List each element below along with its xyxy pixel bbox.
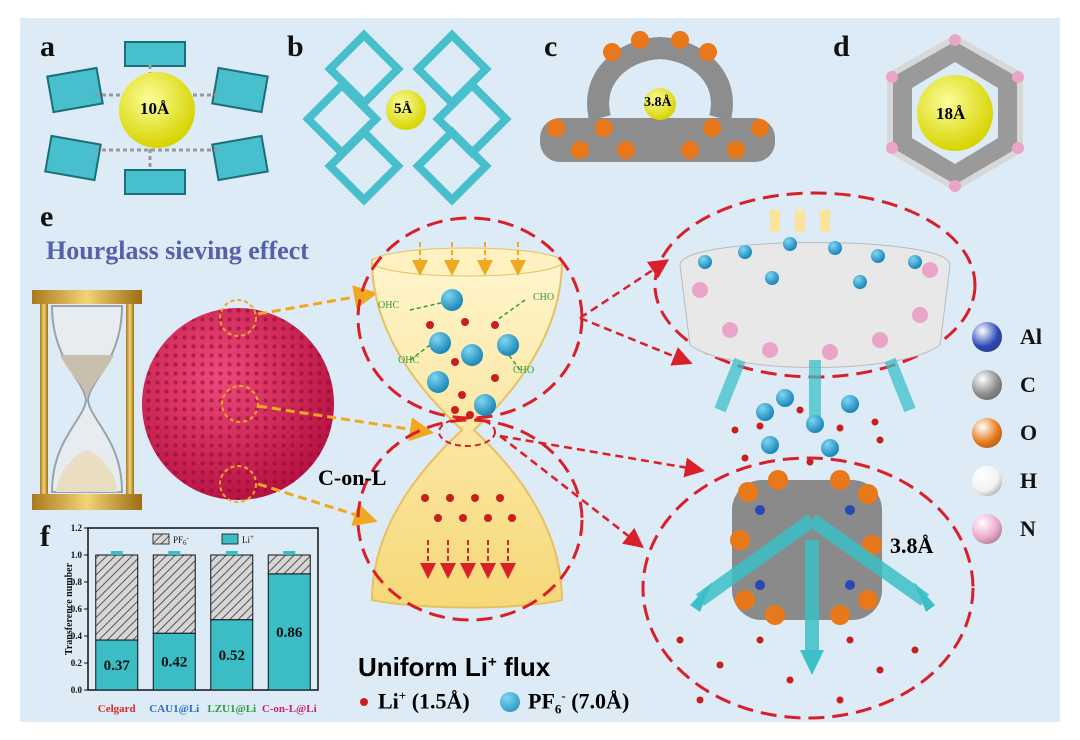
element-label-al: Al (1020, 324, 1042, 349)
cho-label-2: CHO (513, 365, 535, 376)
panel-letter-b: b (287, 30, 304, 63)
category-label-3: C-on-L@Li (262, 703, 317, 715)
sphere-label: C-on-L (318, 465, 387, 490)
bar-pf6-3 (267, 554, 311, 575)
element-swatch-al (972, 322, 1002, 352)
pf6-ions-middle (756, 389, 859, 457)
panel-letter-d: d (833, 30, 850, 63)
cof-structure-c (540, 31, 775, 162)
y-tick-label: 0.2 (71, 658, 83, 668)
pore-size-a: 10Å (140, 99, 170, 118)
pore-size-b: 5Å (394, 101, 413, 117)
y-tick-label: 1.0 (71, 550, 83, 560)
data-label-1: 0.42 (161, 655, 187, 671)
bar-cap-2 (225, 551, 238, 555)
pore-size-label: 3.8Å (890, 533, 934, 558)
element-swatch-o (972, 418, 1002, 448)
li-flux-arrows (420, 540, 516, 579)
element-label-h: H (1020, 468, 1038, 493)
y-axis-label: Transference number (64, 562, 75, 655)
category-label-1: CAU1@Li (149, 703, 199, 715)
bar-li-2 (210, 619, 254, 691)
data-label-2: 0.52 (219, 648, 245, 664)
panel-letter-f: f (40, 520, 50, 553)
bar-li-0 (95, 639, 139, 691)
pf6-legend-sup: - (561, 688, 566, 703)
panel-letter-c: c (544, 30, 558, 63)
c-on-l-sphere (142, 299, 334, 503)
pf6-ion-swatch (500, 692, 520, 712)
element-label-n: N (1020, 516, 1036, 541)
bar-pf6-0 (95, 554, 139, 641)
pf6-ions-upper (427, 289, 519, 416)
data-label-3: 0.86 (276, 625, 303, 641)
flux-label: Uniform Li+ flux (358, 652, 550, 683)
y-tick-label: 1.2 (71, 523, 83, 533)
ohc-label-1: OHC (378, 300, 400, 311)
cho-label-1: CHO (533, 292, 555, 303)
mof-structure-b (302, 29, 512, 206)
pf6-legend-size: (7.0Å) (565, 688, 630, 714)
ohc-label-2: OHC (398, 355, 420, 366)
li-legend-sup: + (398, 688, 407, 703)
li-ions-bottom (676, 636, 919, 704)
element-swatch-c (972, 370, 1002, 400)
bar-pf6-2 (210, 554, 254, 621)
flux-label-sup: + (488, 653, 497, 671)
li-legend-size: (1.5Å) (406, 688, 470, 714)
cof-structure-d (886, 34, 1024, 192)
panel-letter-a: a (40, 30, 55, 63)
flux-label-suffix: flux (496, 652, 551, 682)
element-label-o: O (1020, 420, 1038, 445)
panel-letter-e: e (40, 200, 54, 233)
y-tick-label: 0.8 (71, 577, 83, 587)
pore-size-d: 18Å (936, 104, 966, 123)
element-label-c: C (1020, 372, 1036, 397)
hourglass-object (32, 290, 142, 510)
element-swatch-h (972, 466, 1002, 496)
pf6-ion-legend: PF6- (7.0Å) (528, 688, 629, 718)
legend-swatch-pf6 (152, 533, 170, 545)
li-ion-swatch (360, 698, 368, 706)
data-label-0: 0.37 (104, 658, 131, 674)
pore-size-c: 3.8Å (644, 95, 672, 110)
inflow-arrows (412, 242, 526, 276)
pf6-legend-sub: 6 (554, 701, 562, 717)
bar-cap-0 (110, 551, 123, 555)
zoom-arrows (499, 259, 705, 549)
category-label-2: LZU1@Li (207, 703, 256, 715)
li-legend-text: Li (378, 688, 399, 714)
cho-links (409, 299, 526, 371)
pore-zoom-bottom (641, 456, 975, 720)
bar-cap-3 (283, 551, 296, 555)
pf6-legend-text: PF (528, 688, 555, 714)
hourglass-title: Hourglass sieving effect (46, 236, 309, 265)
bar-pf6-1 (152, 554, 196, 634)
bar-cap-1 (168, 551, 181, 555)
legend-label-pf6: PF6- (173, 534, 190, 547)
pore-zoom-top (653, 191, 977, 420)
orange-arrows (257, 285, 434, 527)
y-tick-label: 0.6 (71, 604, 83, 614)
bar-li-3 (267, 573, 311, 691)
bar-li-1 (152, 632, 196, 691)
li-ions-upper (426, 318, 499, 419)
legend-swatch-li (221, 533, 239, 545)
element-swatch-n (972, 514, 1002, 544)
y-tick-label: 0.4 (71, 631, 83, 641)
li-ions-lower (421, 494, 516, 522)
category-label-0: Celgard (98, 703, 136, 715)
flux-label-text: Uniform Li (358, 652, 488, 682)
li-ions-middle (731, 406, 884, 466)
mof-structure-a (44, 41, 269, 195)
y-tick-label: 0.0 (71, 685, 83, 695)
legend-label-li: Li+ (242, 533, 254, 545)
li-ion-legend: Li+ (1.5Å) (378, 688, 470, 714)
